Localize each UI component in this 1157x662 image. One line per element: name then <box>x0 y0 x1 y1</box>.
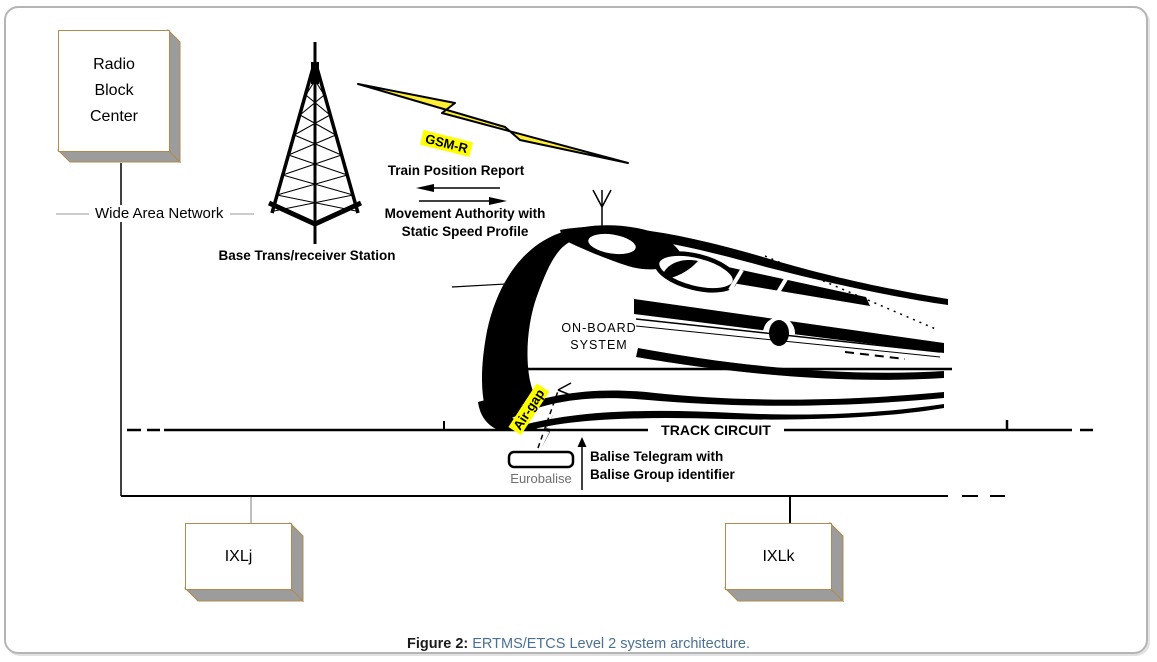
figure-border <box>4 6 1148 654</box>
window-divider <box>772 277 788 301</box>
air-gap-link <box>537 382 574 449</box>
porthole <box>769 320 789 346</box>
arrow-right-icon <box>489 197 507 205</box>
base-station-label: Base Trans/receiver Station <box>218 248 396 263</box>
balise-telegram-label: Balise Telegram with Balise Group identi… <box>590 449 735 482</box>
ixl-left-label: IXLj <box>224 547 253 565</box>
figure-caption-number: Figure 2: <box>406 636 469 652</box>
arrow-up-icon <box>577 437 587 447</box>
radio-block-center-label: Radio Block Center <box>89 56 139 125</box>
train-pilot <box>478 399 544 431</box>
figure-caption-text: ERTMS/ETCS Level 2 system architecture. <box>468 636 750 652</box>
radio-block-center-node: Radio Block Center <box>58 30 170 152</box>
track-line <box>127 420 1093 432</box>
train-roof-window <box>586 231 638 257</box>
ixl-left-node: IXLj <box>185 523 292 590</box>
train-antenna-icon <box>592 189 612 229</box>
track-circuit-label: TRACK CIRCUIT <box>649 422 783 438</box>
air-gap-lightning-icon <box>541 413 554 449</box>
speed-line <box>844 351 906 360</box>
train-lower-stripe <box>636 348 944 380</box>
movement-authority-label: Movement Authority with Static Speed Pro… <box>384 206 546 239</box>
ixl-right-label: IXLk <box>762 547 795 565</box>
box-shadows <box>56 28 845 603</box>
train-skirt-lower <box>513 404 944 431</box>
on-board-system-label: ON-BOARD SYSTEM <box>561 321 637 352</box>
arrow-left-icon <box>416 184 434 192</box>
eurobalise-box <box>507 450 575 469</box>
message-arrows <box>416 184 507 205</box>
train-roof-band <box>560 226 948 305</box>
train-cab-shade <box>664 260 698 279</box>
train-nose <box>481 231 574 421</box>
radio-tower-icon <box>267 42 363 244</box>
ixl-right-node: IXLk <box>725 523 832 590</box>
balise-group <box>507 437 587 490</box>
train-position-report-label: Train Position Report <box>387 163 525 178</box>
eurobalise-label: Eurobalise <box>510 471 572 486</box>
figure-caption: Figure 2: ERTMS/ETCS Level 2 system arch… <box>0 620 1157 652</box>
wide-area-network-label: Wide Area Network <box>92 205 227 222</box>
train-illustration <box>451 189 952 431</box>
window-divider <box>728 268 744 292</box>
lightning-bolt-icon <box>357 83 629 164</box>
